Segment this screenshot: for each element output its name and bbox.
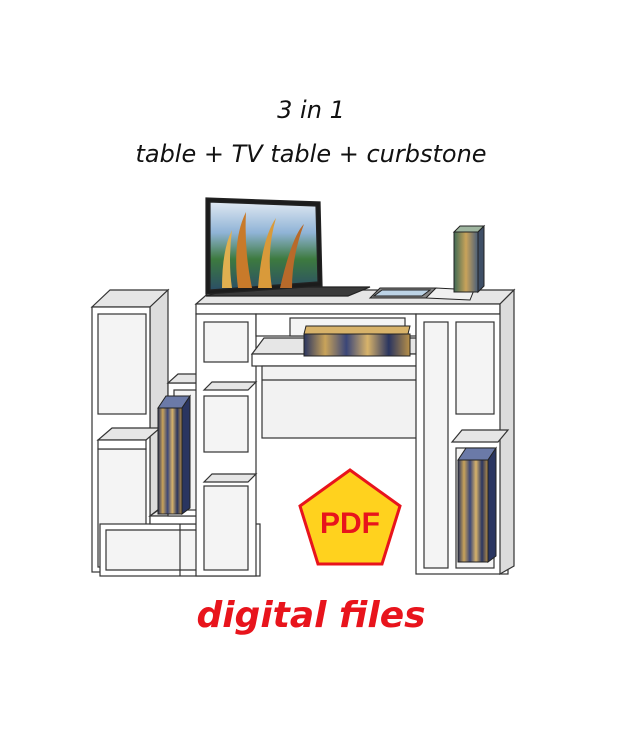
- title-line-2: table + TV table + curbstone: [135, 140, 487, 168]
- title-line-1: 3 in 1: [277, 96, 345, 124]
- left-box: [157, 394, 191, 515]
- pdf-badge: PDF: [298, 468, 402, 566]
- right-box: [457, 446, 497, 563]
- middle-box: [303, 325, 411, 357]
- pdf-badge-label: PDF: [320, 507, 380, 540]
- footer-text: digital files: [196, 595, 426, 636]
- pentagon-icon: [298, 468, 402, 566]
- vase: [452, 224, 486, 294]
- laptop: [205, 197, 371, 297]
